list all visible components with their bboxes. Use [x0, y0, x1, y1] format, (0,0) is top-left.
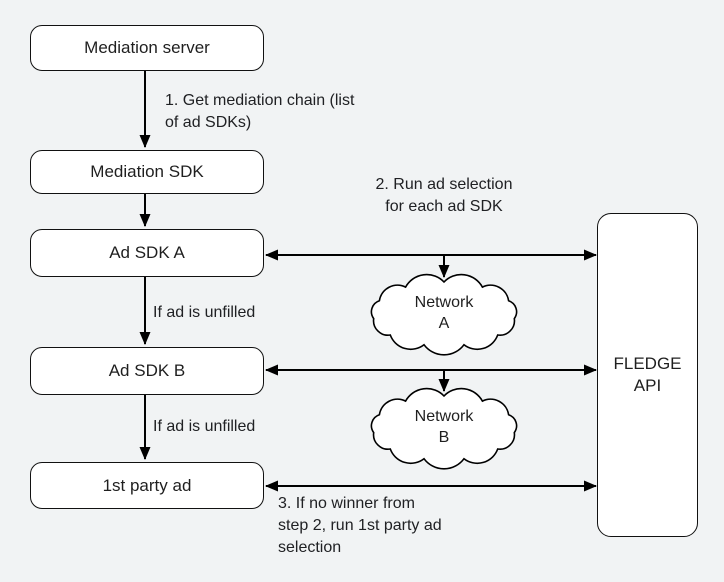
- network-b-label: Network B: [414, 408, 474, 446]
- node-mediation-server: Mediation server: [30, 25, 264, 71]
- network-b-cloud: [370, 387, 518, 470]
- node-first-party-ad: 1st party ad: [30, 462, 264, 509]
- annotation-step2: 2. Run ad selection for each ad SDK: [375, 176, 513, 215]
- annotation-unfilled-b: If ad is unfilled: [153, 418, 256, 435]
- node-fledge-api: FLEDGE API: [597, 213, 698, 537]
- annotation-step3: 3. If no winner from step 2, run 1st par…: [278, 495, 442, 556]
- node-ad-sdk-a: Ad SDK A: [30, 229, 264, 277]
- network-a-label: Network A: [414, 294, 474, 332]
- annotation-step1: 1. Get mediation chain (list of ad SDKs): [165, 92, 355, 131]
- network-a-cloud: [370, 273, 518, 356]
- annotation-unfilled-a: If ad is unfilled: [153, 304, 256, 321]
- node-ad-sdk-b: Ad SDK B: [30, 347, 264, 395]
- node-mediation-sdk: Mediation SDK: [30, 150, 264, 194]
